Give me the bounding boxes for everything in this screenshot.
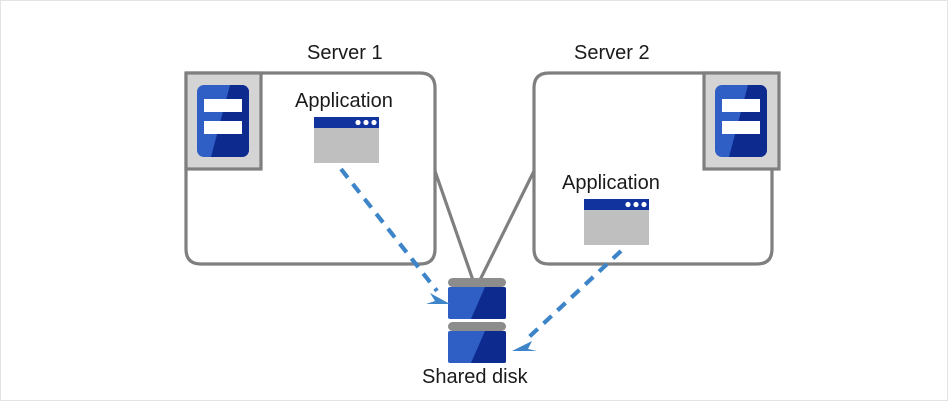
disk-stack-icon	[448, 278, 506, 363]
application-window-icon	[584, 199, 649, 245]
dataflow-arrow-server2	[512, 249, 623, 351]
connector-server1-to-disk	[433, 170, 477, 287]
server2-title: Server 2	[574, 42, 650, 64]
application-label-server1: Application	[295, 90, 393, 112]
application-label-server2: Application	[562, 172, 660, 194]
dataflow-arrow-server1	[339, 167, 450, 304]
server-icon	[184, 71, 263, 171]
connector-server2-to-disk	[475, 170, 536, 287]
server1-title: Server 1	[307, 42, 383, 64]
server-icon	[702, 71, 781, 171]
application-window-icon	[314, 117, 379, 163]
shared-disk-label: Shared disk	[422, 366, 528, 388]
